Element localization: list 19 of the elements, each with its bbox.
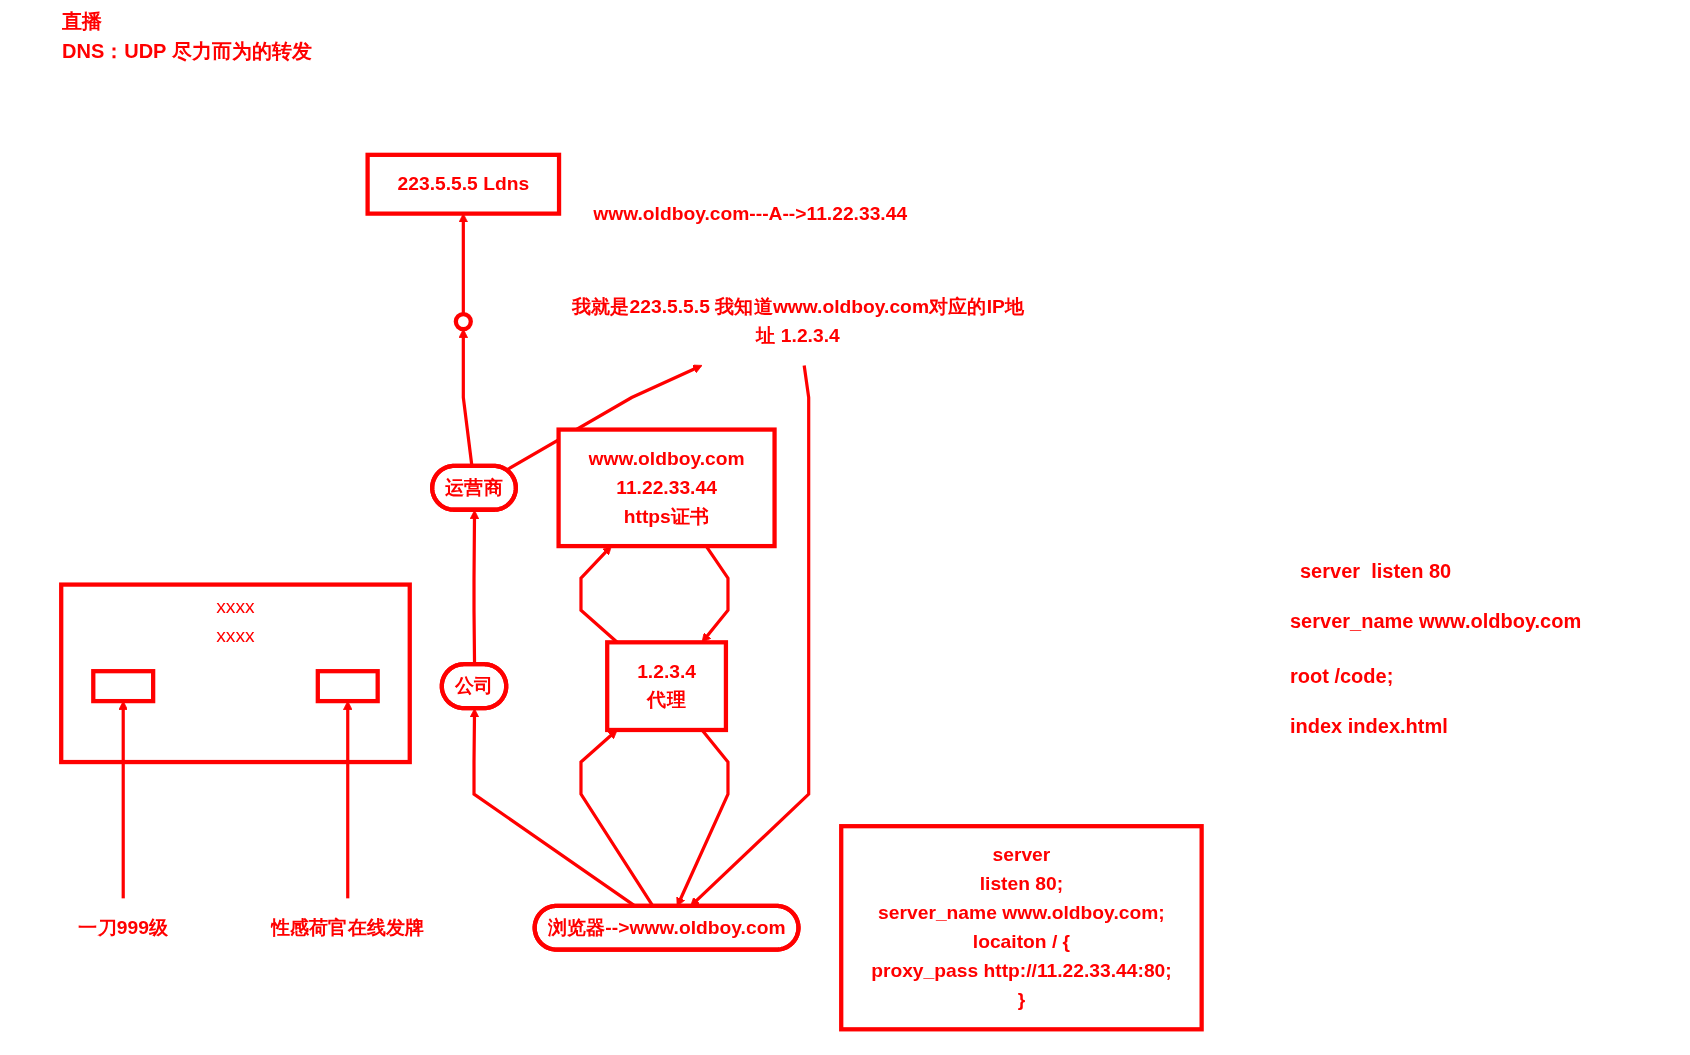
note-text: index index.html [1290,715,1448,738]
cluster: xxxx xxxx [59,582,412,765]
note-text: server_name www.oldboy.com [1290,610,1582,633]
arrow [505,364,703,472]
note-text: root /code; [1290,665,1394,688]
node-circle [453,312,473,332]
node-text: 性感荷官在线发牌 [270,916,425,938]
node-text: 一刀999级 [78,916,169,938]
node-box: server listen 80; server_name www.oldboy.com; locaiton / { proxy_pass http://11.22.33.44:80; } [839,824,1204,1032]
node-box: www.oldboy.com 11.22.33.44 https证书 [556,427,777,549]
note-text: server listen 80 [1300,560,1452,583]
note-text: DNS：UDP 尽力而为的转发 [62,39,312,64]
node-box: 1.2.3.4 代理 [605,640,729,733]
node-box: 223.5.5.5 Ldns [365,152,562,216]
node-box [91,669,156,704]
node-label: www.oldboy.com---A-->11.22.33.44 [593,202,908,224]
node-text: 我就是223.5.5.5 我知道www.oldboy.com对应的IP地址 1.2.3.4 [571,295,1025,347]
node-box [315,669,380,704]
note-text: 直播 [62,9,102,34]
